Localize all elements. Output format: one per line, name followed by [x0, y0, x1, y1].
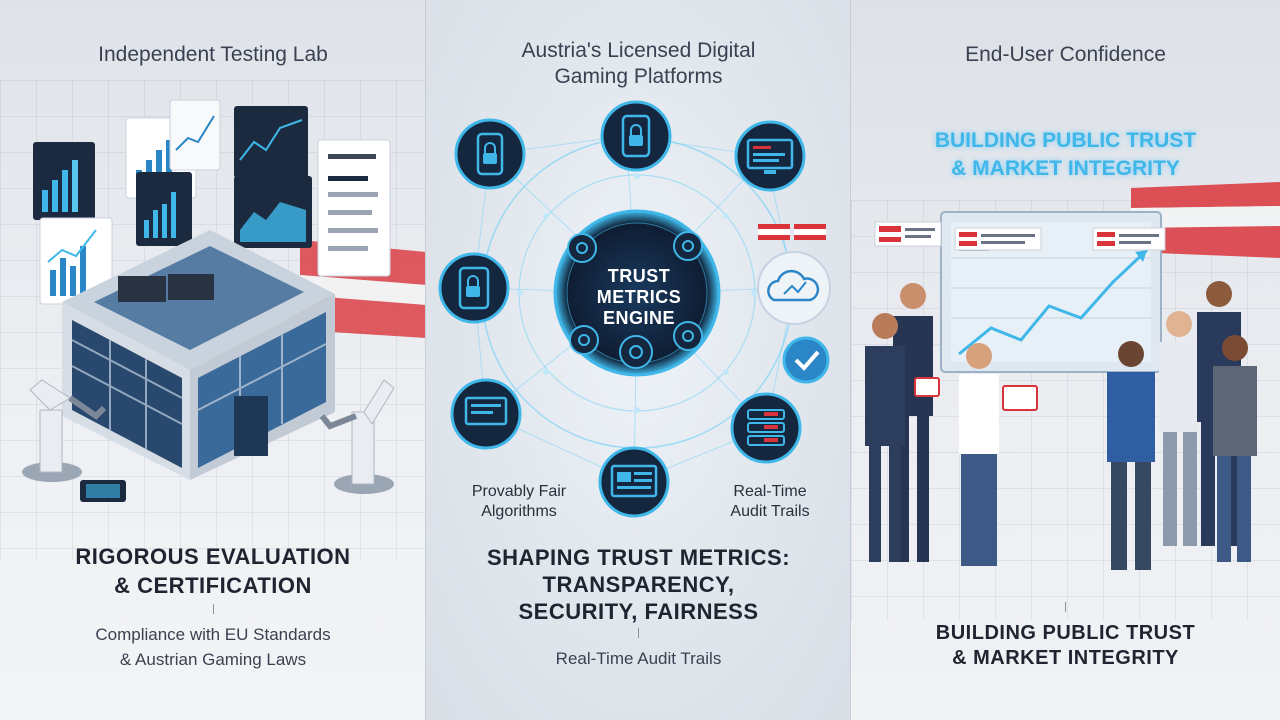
sub-text: Real-Time Audit Trails: [555, 649, 722, 668]
label-provably-fair-1: Provably Fair: [471, 483, 567, 500]
heading-line-1: SHAPING TRUST METRICS:: [486, 545, 791, 570]
title-line-1: Austria's Licensed Digital: [521, 39, 756, 62]
glow-heading-2: & MARKET INTEGRITY: [951, 157, 1180, 180]
person-5: [1159, 311, 1199, 546]
settings-gear-icon: [567, 231, 703, 369]
trust-network-diagram: [438, 100, 831, 518]
dashboard-icon: [598, 446, 670, 518]
engine-line-2: METRICS: [596, 287, 682, 307]
checkmark-badge-icon: [782, 336, 830, 384]
divider-tick: [1065, 602, 1066, 612]
monitor-icon: [734, 120, 806, 192]
padlock-tablet-icon: [600, 100, 672, 172]
engine-line-1: TRUST: [607, 266, 671, 286]
title-line-2: Gaming Platforms: [554, 65, 723, 88]
monitor-icon-2: [450, 378, 522, 450]
padlock-phone-icon-2: [438, 252, 510, 324]
austria-flag-card: [874, 221, 942, 247]
lab-building: [62, 230, 335, 480]
heading-line-2: & CERTIFICATION: [114, 573, 312, 598]
person-7: [1213, 335, 1257, 562]
heading-line-2: TRANSPARENCY,: [542, 572, 735, 597]
panel-trust-metrics: Austria's Licensed Digital Gaming Platfo…: [426, 0, 851, 720]
presentation-screen: [940, 211, 1162, 373]
engine-line-3: ENGINE: [602, 308, 675, 328]
robot-arm-left: [22, 379, 107, 482]
label-provably-fair-2: Algorithms: [481, 503, 557, 520]
team-presentation-illustration: [865, 182, 1280, 570]
person-2: [865, 313, 905, 562]
heading-line-2: & MARKET INTEGRITY: [952, 647, 1179, 669]
panel-title: End-User Confidence: [965, 43, 1166, 66]
heading-line-3: SECURITY, FAIRNESS: [518, 599, 759, 624]
person-4: [1107, 341, 1155, 570]
divider-tick: [213, 604, 214, 614]
austria-flag: [758, 224, 826, 240]
testing-lab-illustration: [22, 99, 426, 502]
divider-tick: [638, 628, 639, 638]
glow-heading-1: BUILDING PUBLIC TRUST: [934, 129, 1197, 152]
heading-line-1: BUILDING PUBLIC TRUST: [935, 622, 1196, 644]
sub-line-1: Compliance with EU Standards: [95, 625, 331, 644]
panel-testing-lab: Independent Testing Lab: [0, 0, 426, 720]
chart-card: [33, 142, 95, 220]
panel-end-user: End-User Confidence BUILDING PUBLIC TRUS…: [851, 0, 1280, 720]
person-3: [959, 343, 1038, 566]
padlock-phone-icon: [454, 118, 526, 190]
panel-title: Independent Testing Lab: [98, 43, 328, 66]
label-audit-trails-1: Real-Time: [733, 483, 807, 500]
label-audit-trails-2: Audit Trails: [730, 503, 810, 520]
heading-line-1: RIGOROUS EVALUATION: [75, 544, 351, 569]
robot-arm-right: [319, 379, 395, 494]
sub-line-2: & Austrian Gaming Laws: [119, 650, 307, 669]
cloud-sync-icon: [757, 251, 831, 325]
server-icon: [730, 392, 802, 464]
